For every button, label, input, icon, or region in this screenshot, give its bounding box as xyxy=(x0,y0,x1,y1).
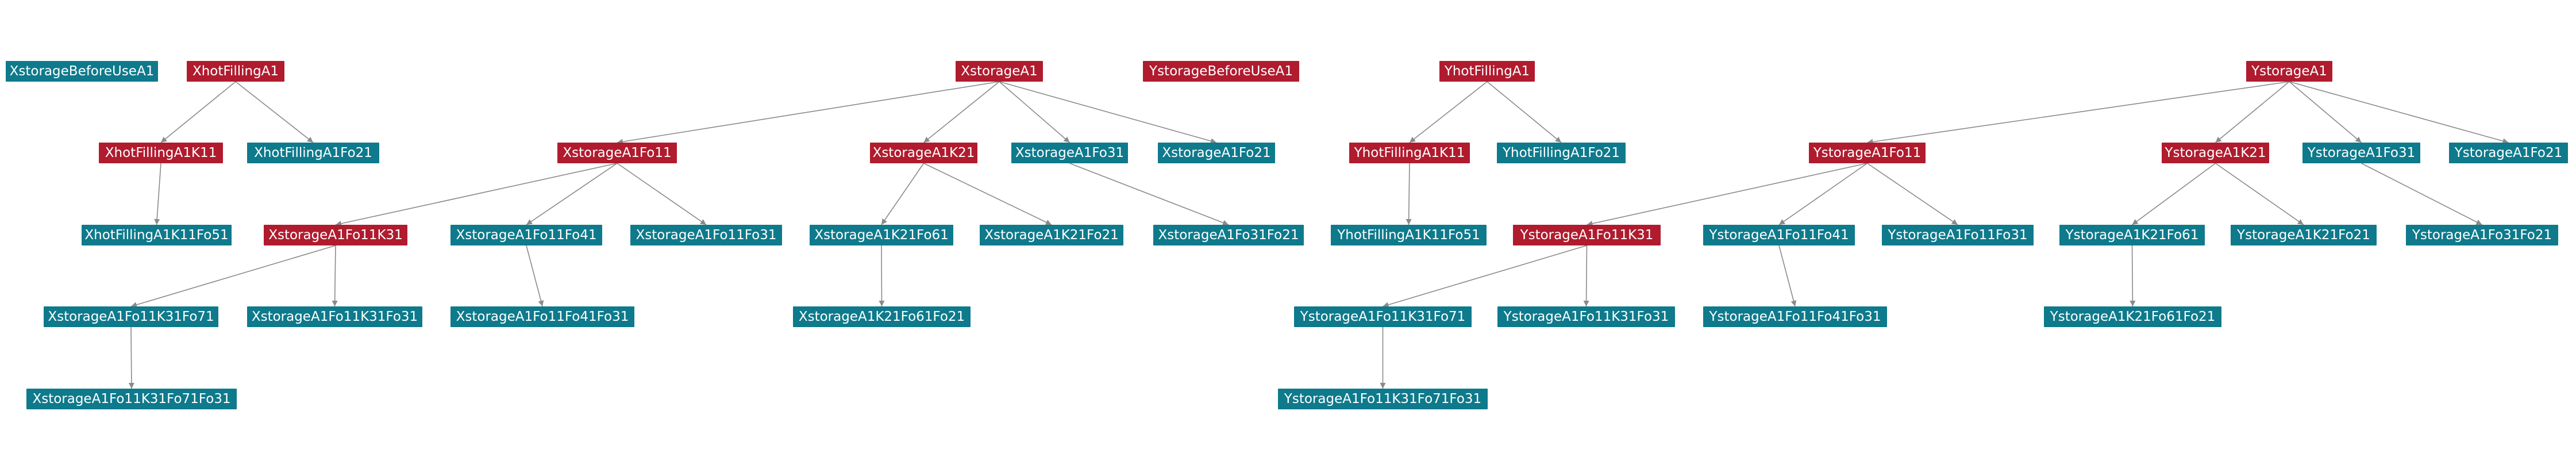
node-XstorageA1Fo11Fo41Fo31: XstorageA1Fo11Fo41Fo31 xyxy=(450,306,634,327)
edge-YhotFillingA1K11-to-YhotFillingA1K11Fo51 xyxy=(1406,163,1412,225)
node-XhotFillingA1K11: XhotFillingA1K11 xyxy=(99,143,223,163)
node-XstorageA1Fo31: XstorageA1Fo31 xyxy=(1011,143,1128,163)
node-YstorageA1Fo11K31: YstorageA1Fo11K31 xyxy=(1513,225,1661,245)
node-YstorageA1K21Fo61: YstorageA1K21Fo61 xyxy=(2059,225,2205,245)
edge-XstorageA1K21-to-XstorageA1K21Fo61 xyxy=(881,163,925,225)
edge-YstorageA1Fo11Fo41-to-YstorageA1Fo11Fo41Fo31 xyxy=(1778,245,1797,307)
node-YstorageA1K21: YstorageA1K21 xyxy=(2162,143,2269,163)
edge-XstorageA1K21-to-XstorageA1K21Fo21 xyxy=(923,163,1052,225)
edge-YstorageA1K21-to-YstorageA1K21Fo61 xyxy=(2132,163,2216,225)
edge-XstorageA1Fo11K31-to-XstorageA1Fo11K31Fo71 xyxy=(130,245,336,308)
edge-YstorageA1Fo11K31-to-YstorageA1Fo11K31Fo71 xyxy=(1383,245,1587,308)
node-YstorageA1Fo11Fo41Fo31: YstorageA1Fo11Fo41Fo31 xyxy=(1703,306,1887,327)
node-XstorageA1Fo11Fo31: XstorageA1Fo11Fo31 xyxy=(630,225,782,245)
node-XstorageA1Fo11K31Fo31: XstorageA1Fo11K31Fo31 xyxy=(247,306,422,327)
node-XstorageA1Fo11Fo41: XstorageA1Fo11Fo41 xyxy=(450,225,602,245)
node-YhotFillingA1Fo21: YhotFillingA1Fo21 xyxy=(1497,143,1626,163)
edge-YstorageA1-to-YstorageA1Fo11 xyxy=(1867,81,2290,145)
edge-XstorageA1Fo11-to-XstorageA1Fo11Fo41 xyxy=(526,163,618,225)
node-XhotFillingA1Fo21: XhotFillingA1Fo21 xyxy=(247,143,379,163)
node-XstorageA1Fo31Fo21: XstorageA1Fo31Fo21 xyxy=(1153,225,1304,245)
edge-XhotFillingA1-to-XhotFillingA1K11 xyxy=(160,81,236,143)
edge-YstorageA1Fo11-to-YstorageA1Fo11K31 xyxy=(1587,163,1867,227)
edge-XstorageA1Fo11-to-XstorageA1Fo11K31 xyxy=(335,163,618,227)
edge-YstorageA1K21-to-YstorageA1K21Fo21 xyxy=(2215,163,2304,225)
node-YhotFillingA1K11Fo51: YhotFillingA1K11Fo51 xyxy=(1331,225,1487,245)
node-XstorageA1K21Fo21: XstorageA1K21Fo21 xyxy=(980,225,1123,245)
node-YhotFillingA1K11: YhotFillingA1K11 xyxy=(1349,143,1470,163)
node-YstorageA1Fo31: YstorageA1Fo31 xyxy=(2302,143,2420,163)
node-YstorageA1Fo11K31Fo71Fo31: YstorageA1Fo11K31Fo71Fo31 xyxy=(1278,389,1488,409)
node-XstorageA1K21Fo61Fo21: XstorageA1K21Fo61Fo21 xyxy=(793,306,971,327)
edge-XstorageA1-to-XstorageA1K21 xyxy=(923,81,1000,143)
edge-YstorageA1-to-YstorageA1Fo21 xyxy=(2289,81,2509,144)
node-YstorageA1Fo11K31Fo71: YstorageA1Fo11K31Fo71 xyxy=(1294,306,1472,327)
edge-XstorageA1Fo11K31Fo71-to-XstorageA1Fo11K31Fo71Fo31 xyxy=(128,327,134,389)
edge-YstorageA1K21Fo61-to-YstorageA1K21Fo61Fo21 xyxy=(2130,245,2136,307)
edge-YhotFillingA1-to-YhotFillingA1K11 xyxy=(1409,81,1488,143)
node-YstorageBeforeUseA1: YstorageBeforeUseA1 xyxy=(1143,61,1299,82)
edge-YstorageA1-to-YstorageA1Fo31 xyxy=(2289,81,2362,143)
node-YstorageA1Fo11K31Fo31: YstorageA1Fo11K31Fo31 xyxy=(1497,306,1675,327)
node-YstorageA1Fo21: YstorageA1Fo21 xyxy=(2449,143,2568,163)
edge-XstorageA1Fo31-to-XstorageA1Fo31Fo21 xyxy=(1069,163,1229,226)
node-XstorageA1K21: XstorageA1K21 xyxy=(870,143,977,163)
edge-YstorageA1Fo11-to-YstorageA1Fo11Fo31 xyxy=(1867,163,1958,225)
edge-XstorageA1Fo11Fo41-to-XstorageA1Fo11Fo41Fo31 xyxy=(526,245,544,307)
node-XstorageA1: XstorageA1 xyxy=(956,61,1043,82)
edge-YstorageA1-to-YstorageA1K21 xyxy=(2215,81,2290,143)
edge-XstorageA1-to-XstorageA1Fo11 xyxy=(617,81,1000,145)
node-XstorageBeforeUseA1: XstorageBeforeUseA1 xyxy=(6,61,158,82)
edge-YhotFillingA1-to-YhotFillingA1Fo21 xyxy=(1487,81,1562,143)
node-XstorageA1Fo21: XstorageA1Fo21 xyxy=(1158,143,1275,163)
edge-XstorageA1K21Fo61-to-XstorageA1K21Fo61Fo21 xyxy=(879,245,885,307)
edge-XhotFillingA1-to-XhotFillingA1Fo21 xyxy=(235,81,314,143)
node-YstorageA1: YstorageA1 xyxy=(2246,61,2332,82)
edge-YstorageA1Fo11-to-YstorageA1Fo11Fo41 xyxy=(1778,163,1867,225)
node-YstorageA1Fo31Fo21: YstorageA1Fo31Fo21 xyxy=(2406,225,2558,245)
node-YstorageA1Fo11Fo41: YstorageA1Fo11Fo41 xyxy=(1703,225,1855,245)
node-YhotFillingA1: YhotFillingA1 xyxy=(1439,61,1535,82)
node-XhotFillingA1K11Fo51: XhotFillingA1K11Fo51 xyxy=(82,225,232,245)
node-XstorageA1Fo11K31: XstorageA1Fo11K31 xyxy=(264,225,407,245)
node-YstorageA1Fo11Fo31: YstorageA1Fo11Fo31 xyxy=(1882,225,2034,245)
edge-XstorageA1Fo11K31-to-XstorageA1Fo11K31Fo31 xyxy=(332,245,338,307)
node-XstorageA1K21Fo61: XstorageA1K21Fo61 xyxy=(810,225,953,245)
edge-XstorageA1-to-XstorageA1Fo21 xyxy=(999,81,1217,144)
node-XstorageA1Fo11K31Fo71Fo31: XstorageA1Fo11K31Fo71Fo31 xyxy=(26,389,237,409)
node-XhotFillingA1: XhotFillingA1 xyxy=(187,61,284,82)
node-YstorageA1K21Fo21: YstorageA1K21Fo21 xyxy=(2231,225,2377,245)
edge-XstorageA1Fo11-to-XstorageA1Fo11Fo31 xyxy=(617,163,707,225)
node-XstorageA1Fo11: XstorageA1Fo11 xyxy=(557,143,677,163)
edge-XhotFillingA1K11-to-XhotFillingA1K11Fo51 xyxy=(154,163,161,225)
node-YstorageA1Fo11: YstorageA1Fo11 xyxy=(1809,143,1926,163)
node-XstorageA1Fo11K31Fo71: XstorageA1Fo11K31Fo71 xyxy=(44,306,218,327)
edge-YstorageA1Fo31-to-YstorageA1Fo31Fo21 xyxy=(2361,163,2482,225)
node-YstorageA1K21Fo61Fo21: YstorageA1K21Fo61Fo21 xyxy=(2044,306,2221,327)
edge-XstorageA1-to-XstorageA1Fo31 xyxy=(999,81,1071,143)
